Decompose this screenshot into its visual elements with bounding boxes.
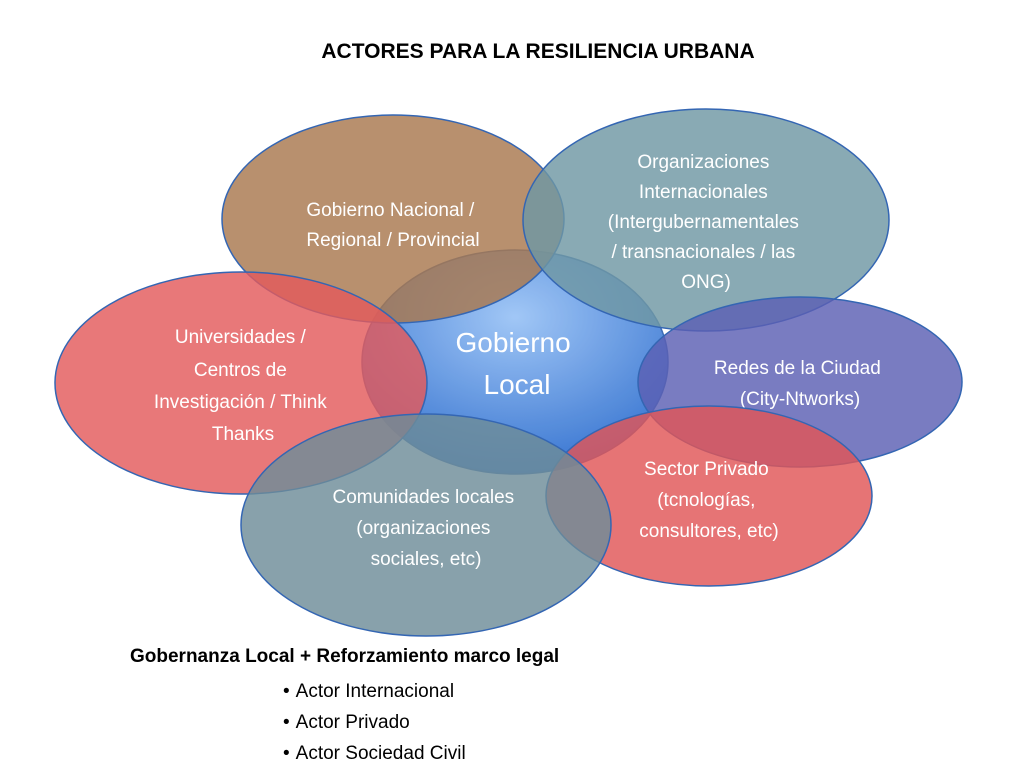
footer-title: Gobernanza Local + Reforzamiento marco l… [130,646,560,667]
organizaciones-line-1: Organizaciones [637,152,769,173]
redes-line-1: Redes de la Ciudad [714,358,881,379]
comunidades-label: Comunidades locales (organizaciones soci… [333,487,520,570]
gobierno-local-line-2: Local [484,369,551,400]
bullet-actor-sociedad-civil: Actor Sociedad Civil [283,738,466,769]
ellipse-sector-privado: Sector Privado (tcnologías, consultores,… [545,405,873,587]
organizaciones-label: Organizaciones Internacionales (Intergub… [608,152,804,293]
bullet-actor-privado: Actor Privado [283,707,466,738]
bullet-actor-internacional: Actor Internacional [283,676,466,707]
gobierno-nacional-label: Gobierno Nacional / Regional / Provincia… [306,200,479,251]
footer-bullet-list: Actor Internacional Actor Privado Actor … [283,676,466,769]
gobierno-nacional-line-2: Regional / Provincial [306,230,479,251]
universidades-line-1: Universidades / [175,327,307,348]
actors-venn-diagram: Gobierno Nacional / Regional / Provincia… [54,108,963,637]
sector-privado-line-1: Sector Privado [644,459,769,480]
organizaciones-line-3: (Intergubernamentales [608,212,799,233]
gobierno-local-line-1: Gobierno [456,327,571,358]
universidades-line-4: Thanks [212,424,274,445]
ellipse-gobierno-nacional: Gobierno Nacional / Regional / Provincia… [221,114,565,324]
universidades-line-3: Investigación / Think [154,392,327,413]
ellipse-comunidades: Comunidades locales (organizaciones soci… [240,413,612,637]
organizaciones-line-2: Internacionales [639,182,768,203]
page-title: ACTORES PARA LA RESILIENCIA URBANA [321,40,755,63]
comunidades-line-2: (organizaciones [356,518,490,539]
ellipse-organizaciones: Organizaciones Internacionales (Intergub… [522,108,890,332]
organizaciones-line-4: / transnacionales / las [611,242,795,263]
organizaciones-line-5: ONG) [681,272,731,293]
redes-line-2: (City-Ntworks) [740,389,860,410]
gobierno-nacional-line-1: Gobierno Nacional / [306,200,475,221]
redes-label: Redes de la Ciudad (City-Ntworks) [714,358,886,410]
universidades-line-2: Centros de [194,360,287,381]
sector-privado-line-2: (tcnologías, [657,490,755,511]
gobierno-local-label: Gobierno Local [456,327,579,400]
universidades-label: Universidades / Centros de Investigación… [154,327,332,445]
sector-privado-label: Sector Privado (tcnologías, consultores,… [639,459,778,542]
sector-privado-line-3: consultores, etc) [639,521,778,542]
comunidades-line-1: Comunidades locales [333,487,515,508]
comunidades-line-3: sociales, etc) [371,549,482,570]
